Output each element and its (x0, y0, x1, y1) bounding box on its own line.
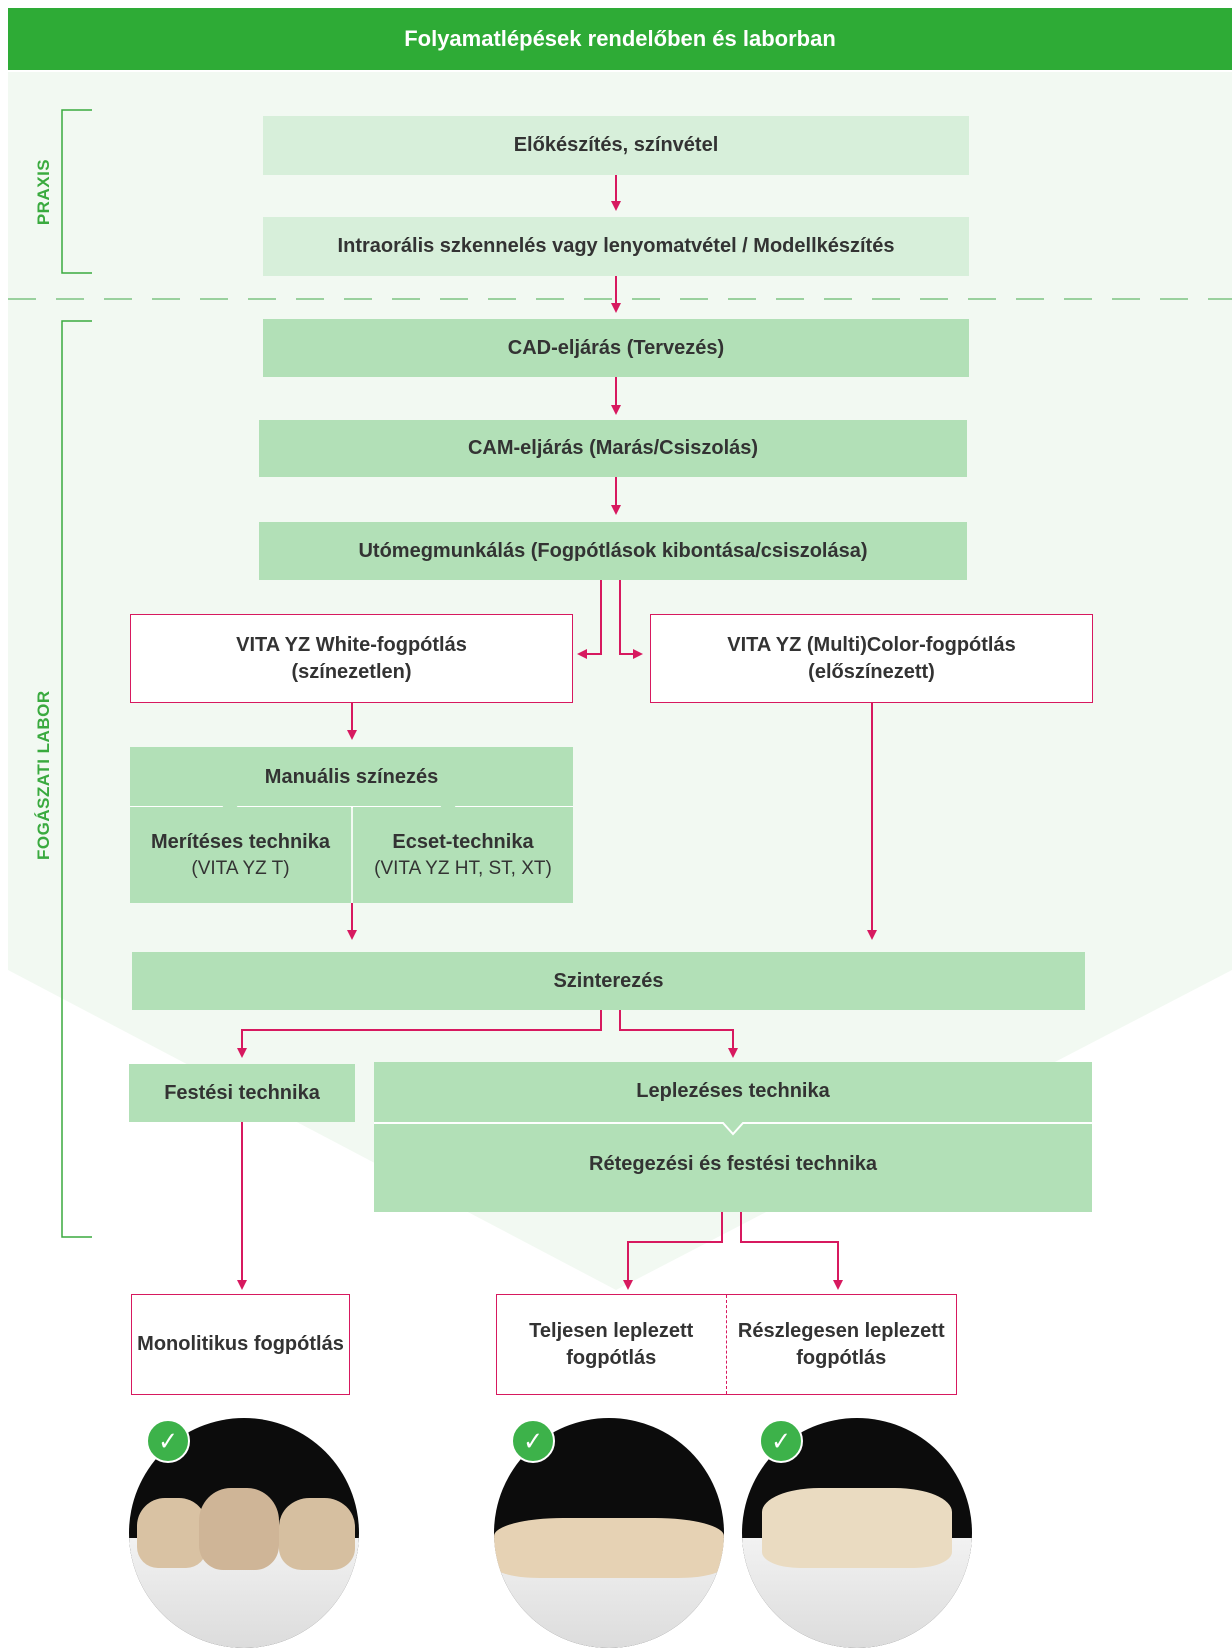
partial-veneer-line2: fogpótlás (796, 1346, 887, 1369)
layering-technique-label: Rétegezési és festési technika (589, 1153, 877, 1175)
dip-technique-products: (VITA YZ T) (191, 857, 290, 879)
checkmark-icon: ✓ (759, 1419, 803, 1463)
checkmark-icon: ✓ (146, 1419, 190, 1463)
full-veneer-line2: fogpótlás (566, 1346, 657, 1369)
step-sintering: Szinterezés (132, 952, 1085, 1010)
veneering-box: Leplezéses technika Rétegezési és festés… (374, 1062, 1092, 1212)
step-preparation: Előkészítés, színvétel (263, 116, 969, 175)
veneered-restorations-box: Teljesen leplezett fogpótlás Részlegesen… (496, 1294, 957, 1395)
step-post-processing: Utómegmunkálás (Fogpótlások kibontása/cs… (259, 522, 967, 580)
praxis-label: PRAXIS (34, 158, 53, 226)
partial-veneer-cell: Részlegesen leplezett fogpótlás (727, 1295, 957, 1394)
color-restoration-box: VITA YZ (Multi)Color-fogpótlás (előszíne… (650, 614, 1093, 703)
page-title: Folyamatlépések rendelőben és laborban (8, 8, 1232, 70)
color-restoration-title: VITA YZ (Multi)Color-fogpótlás (727, 633, 1016, 656)
white-restoration-box: VITA YZ White-fogpótlás (színezetlen) (130, 614, 573, 703)
color-restoration-subtitle: (előszínezett) (808, 660, 935, 683)
white-restoration-subtitle: (színezetlen) (291, 660, 412, 683)
checkmark-icon: ✓ (511, 1419, 555, 1463)
white-restoration-title: VITA YZ White-fogpótlás (236, 633, 467, 656)
brush-technique-products: (VITA YZ HT, ST, XT) (374, 857, 552, 879)
brush-technique-box: Ecset-technika (VITA YZ HT, ST, XT) (353, 807, 573, 903)
step-cad: CAD-eljárás (Tervezés) (263, 319, 969, 377)
dip-technique-title: Merítéses technika (151, 830, 330, 853)
manual-coloring-box: Manuális színezés (130, 747, 573, 807)
lab-label: FOGÁSZATI LABOR (34, 690, 53, 860)
full-veneer-line1: Teljesen leplezett (529, 1319, 694, 1342)
monolithic-restoration-box: Monolitikus fogpótlás (131, 1294, 350, 1395)
brush-technique-title: Ecset-technika (392, 830, 534, 853)
dip-technique-box: Merítéses technika (VITA YZ T) (130, 807, 351, 903)
step-cam: CAM-eljárás (Marás/Csiszolás) (259, 420, 967, 477)
partial-veneer-photo (742, 1418, 972, 1648)
veneering-divider (374, 1122, 1092, 1136)
veneering-technique-label: Leplezéses technika (636, 1080, 830, 1102)
step-scanning: Intraorális szkennelés vagy lenyomatvéte… (263, 217, 969, 276)
partial-veneer-line1: Részlegesen leplezett (737, 1319, 945, 1342)
monolithic-photo (129, 1418, 359, 1648)
painting-technique-box: Festési technika (129, 1064, 355, 1122)
full-veneer-cell: Teljesen leplezett fogpótlás (497, 1295, 727, 1394)
full-veneer-photo (494, 1418, 724, 1648)
